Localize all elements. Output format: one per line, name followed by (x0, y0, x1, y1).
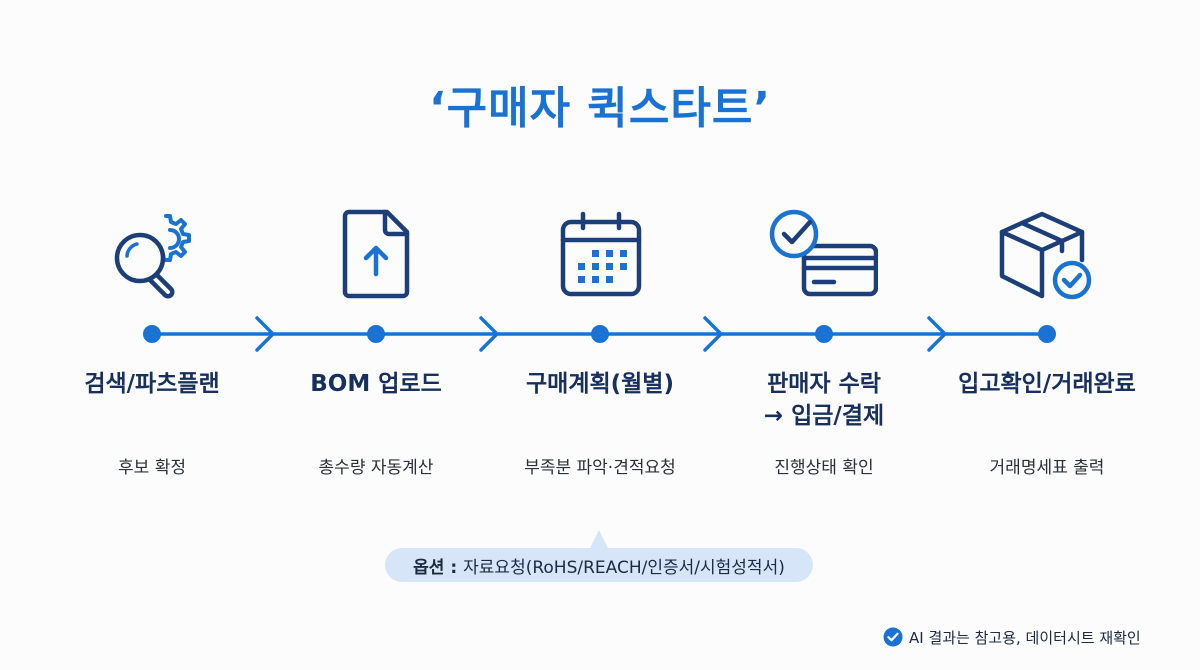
page-title: ‘구매자 퀵스타트’ (428, 83, 772, 134)
timeline-node (367, 325, 385, 343)
step-3-desc: 부족분 파악·견적요청 (524, 458, 676, 478)
step-4-title-line2: → 입금/결제 (763, 403, 885, 429)
box-check-icon (990, 198, 1100, 308)
disclaimer-text: AI 결과는 참고용, 데이터시트 재확인 (909, 628, 1141, 647)
option-callout: 옵션 : 자료요청(RoHS/REACH/인증서/시험성적서) (385, 548, 813, 582)
step-3-title: 구매계획(월별) (526, 371, 674, 397)
chevron-right-icon (703, 316, 724, 352)
calendar-icon (545, 198, 655, 308)
disclaimer: AI 결과는 참고용, 데이터시트 재확인 (883, 625, 1141, 649)
file-upload-icon (321, 198, 431, 308)
check-circle-icon (883, 627, 903, 647)
step-4-title: 판매자 수락 → 입금/결제 (714, 368, 934, 432)
option-label: 옵션 : (413, 557, 458, 578)
step-1-title: 검색/파츠플랜 (84, 371, 220, 397)
timeline-node (815, 325, 833, 343)
option-text: 자료요청(RoHS/REACH/인증서/시험성적서) (463, 557, 785, 578)
option-callout-pointer (590, 530, 608, 548)
chevron-right-icon (255, 316, 276, 352)
timeline-node (591, 325, 609, 343)
chevron-right-icon (479, 316, 500, 352)
step-4-title-line1: 판매자 수락 (767, 371, 881, 397)
process-timeline (0, 310, 1200, 360)
step-2-desc: 총수량 자동계산 (318, 458, 434, 478)
step-4-desc: 진행상태 확인 (774, 458, 874, 478)
chevron-right-icon (927, 316, 948, 352)
search-gear-icon (100, 198, 210, 308)
step-1-desc: 후보 확정 (118, 458, 186, 478)
step-2-title: BOM 업로드 (310, 371, 442, 397)
card-check-icon (768, 198, 879, 308)
timeline-node (1038, 325, 1056, 343)
step-5-desc: 거래명세표 출력 (989, 458, 1105, 478)
timeline-node (143, 325, 161, 343)
step-5-title: 입고확인/거래완료 (958, 371, 1136, 397)
